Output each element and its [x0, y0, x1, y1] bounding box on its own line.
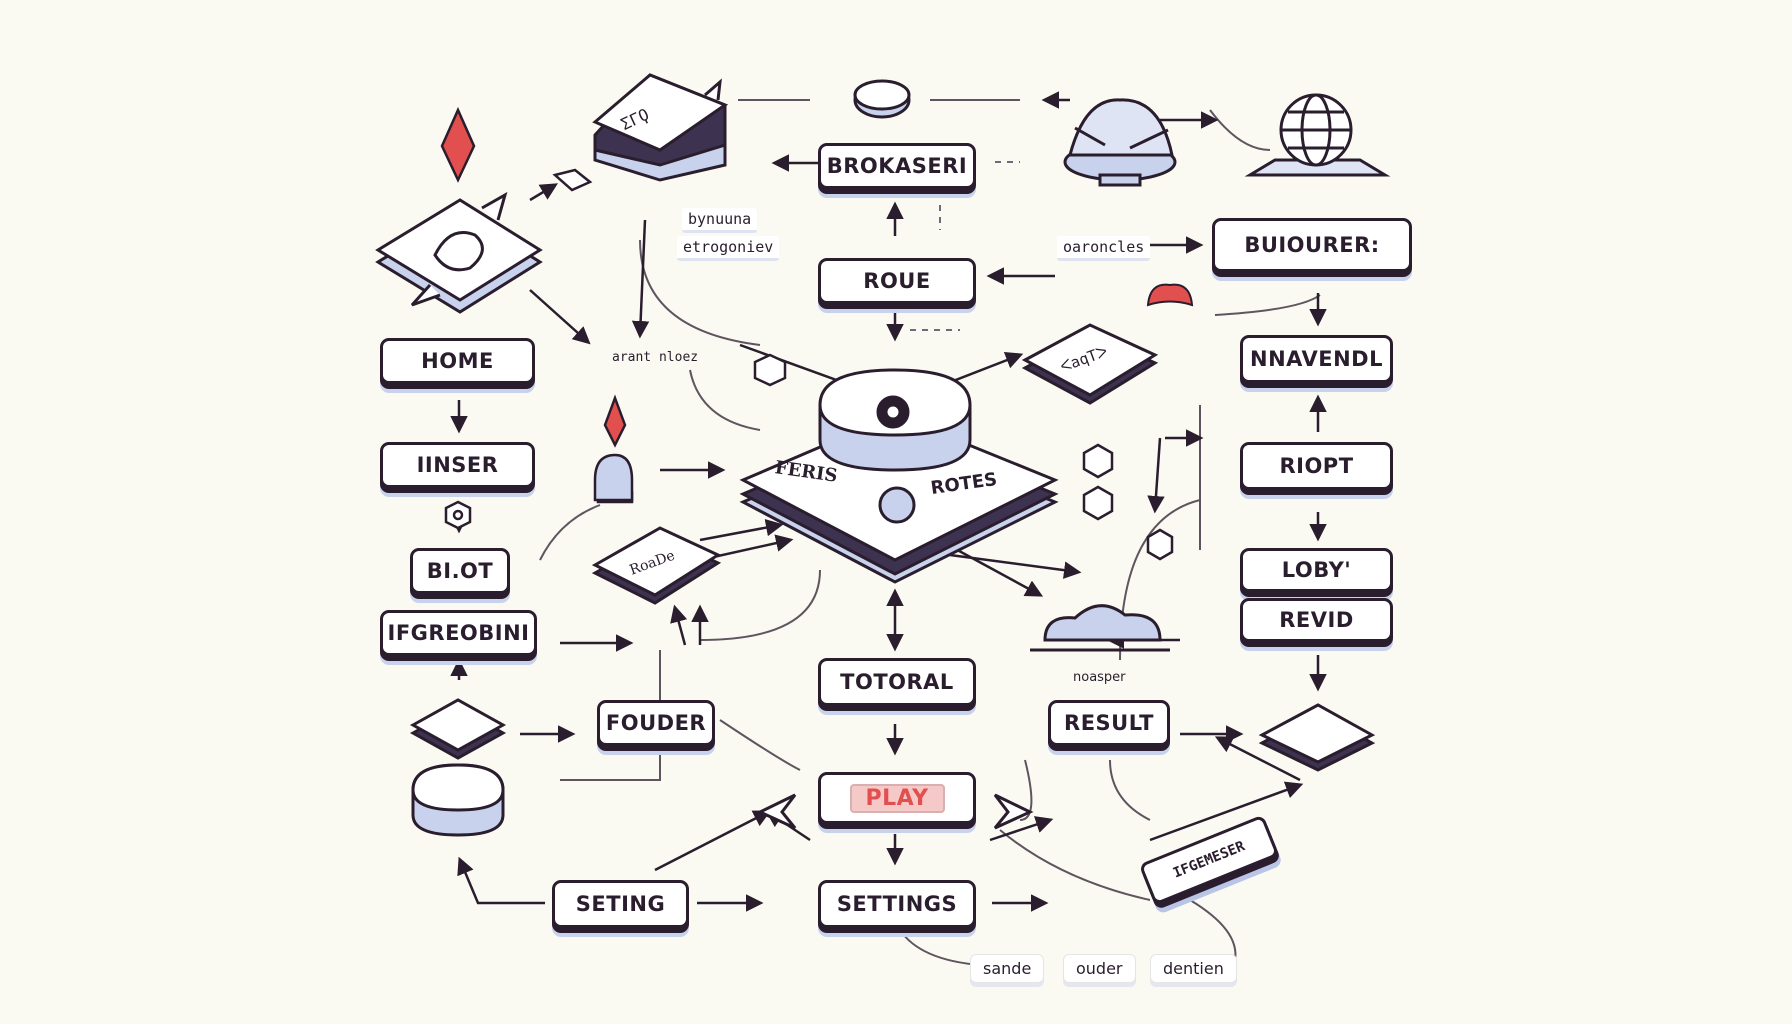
node-iinser[interactable]: IINSER [380, 442, 535, 488]
cloud-icon [1030, 604, 1170, 652]
right-arrowhead-icon [993, 793, 1034, 830]
stacked-cards-icon [592, 73, 729, 182]
node-home[interactable]: HOME [380, 338, 535, 384]
cube-icon [1082, 443, 1174, 561]
node-brokaseri[interactable]: BROKASERI [818, 143, 976, 189]
label-bynuuna: bynuuna [682, 208, 758, 233]
node-totoral[interactable]: TOTORAL [818, 658, 976, 706]
roane-card-icon [591, 526, 722, 605]
label-sande: sande [970, 954, 1045, 983]
speech-bubble-icon [375, 191, 543, 314]
bird-icon [552, 168, 593, 192]
dome-icon [1063, 98, 1177, 187]
gear-icon [444, 500, 472, 530]
platform-icon [1258, 703, 1376, 772]
pebble-icon [853, 79, 911, 119]
red-bean-icon [1146, 283, 1194, 307]
label-dentien: dentien [1150, 954, 1237, 983]
node-settings[interactable]: SETTINGS [818, 880, 976, 928]
node-revid[interactable]: REVID [1240, 598, 1393, 642]
node-result[interactable]: RESULT [1048, 700, 1170, 746]
label-etrogoniev: etrogoniev [677, 236, 780, 261]
label-oaroncles: oaroncles [1057, 236, 1151, 261]
left-arrowhead-icon [756, 793, 797, 830]
label-arant-nloez: arant nloez [612, 350, 699, 365]
stacked-platform-icon [409, 698, 507, 837]
central-platform [739, 368, 1059, 584]
node-buiourer[interactable]: BUIOURER: [1212, 218, 1412, 272]
pin-icon [593, 394, 634, 504]
node-seting[interactable]: SETING [552, 880, 689, 928]
dashed-guides [910, 161, 1020, 331]
light-connectors [539, 99, 1321, 966]
red-diamond-icon [440, 106, 476, 183]
play-label: PLAY [849, 783, 945, 813]
connectors [450, 91, 1327, 912]
node-play[interactable]: PLAY [818, 772, 976, 824]
node-roue[interactable]: ROUE [818, 258, 976, 304]
hexagon-icon [753, 353, 787, 387]
globe-icon [1244, 93, 1391, 177]
label-noasper: noasper [1073, 670, 1126, 685]
node-biot[interactable]: BI.OT [410, 548, 510, 594]
label-ouder: ouder [1063, 954, 1136, 983]
node-loby[interactable]: LOBY' [1240, 548, 1393, 592]
node-fouder[interactable]: FOUDER [597, 700, 715, 746]
node-nnavendl[interactable]: NNAVENDL [1240, 335, 1393, 383]
node-ifgreobini[interactable]: IFGREOBINI [380, 610, 537, 656]
node-riopt[interactable]: RIOPT [1240, 442, 1393, 490]
small-card-icon [1021, 323, 1159, 405]
